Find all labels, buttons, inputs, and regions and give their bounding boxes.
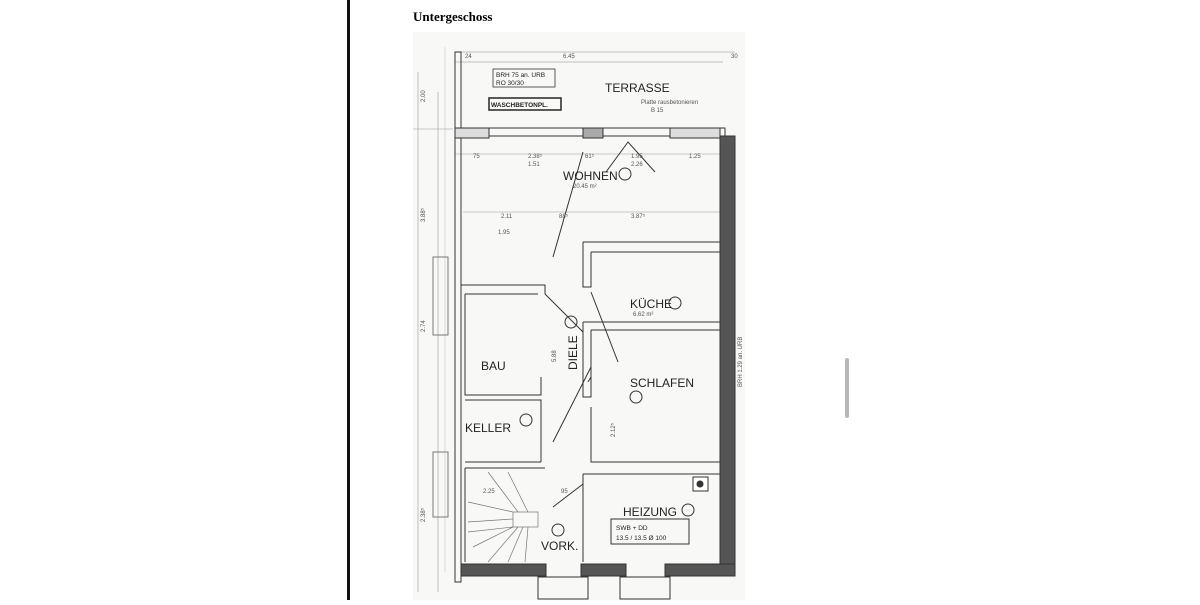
dim-top: 6.45 [563,54,575,60]
page-title: Untergeschoss [413,9,493,24]
room-label-terrasse: TERRASSE [605,81,670,95]
room-label-bad: BAU [481,359,506,373]
annotation-swb: SWB + DD [616,525,648,532]
dim: 3.87⁵ [631,213,646,220]
annotation-waschbeton: WASCHBETONPL. [491,102,548,109]
dim: 2.00 [421,90,427,102]
floor-plan-image: TERRASSE WOHNEN KÜCHE DIELE BAU SCHLAFEN… [413,32,745,600]
dim: 2.26 [631,162,643,168]
dim-top-right: 30 [731,54,738,60]
room-label-wohnen: WOHNEN [563,169,618,183]
room-label-heizung: HEIZUNG [623,505,677,519]
dim: 3.88⁵ [420,207,427,222]
room-label-keller: KELLER [465,421,511,435]
dim: 1.25 [689,154,701,160]
dim: 2.11 [501,214,513,220]
dim: 2.74 [421,320,427,332]
dim: 2.38⁵ [528,153,543,160]
dim: 75 [473,154,480,160]
annotation-terrasse-note: Platte rausbetonieren [641,100,698,106]
room-label-kueche: KÜCHE [630,297,672,311]
annotation-kueche-area: 6.62 m² [633,312,653,318]
annotation-swb-dim: 13.5 / 13.5 Ø 100 [616,535,667,542]
dim: 1.51 [528,162,540,168]
floor-plan-drawing: TERRASSE WOHNEN KÜCHE DIELE BAU SCHLAFEN… [413,47,744,600]
room-label-diele: DIELE [566,335,580,370]
dim: 95 [561,489,568,495]
page-left-border [347,0,350,600]
dim: 1.95 [631,154,643,160]
room-label-schlafen: SCHLAFEN [630,376,694,390]
dim-top-left: 24 [465,54,472,60]
dim: 2.12⁵ [610,422,617,437]
annotation-brh: BRH 75 an. URB [496,72,545,79]
dim: 5.88 [552,350,558,362]
dim: 1.95 [498,230,510,236]
annotation-brh-right: BRH 1.29 an. URB [738,337,744,387]
annotation-wohnen-area: 20.45 m² [573,184,597,190]
dim: 2.25 [483,489,495,495]
annotation-ro: RO 30/30 [496,80,524,87]
annotation-terrasse-note2: B 15 [651,108,664,114]
room-label-vork: VORK. [541,539,578,553]
dim: 2.38⁵ [420,507,427,522]
dim: 88⁵ [559,213,569,220]
dim: 61⁵ [585,153,595,160]
vertical-scrollbar[interactable] [845,358,849,418]
